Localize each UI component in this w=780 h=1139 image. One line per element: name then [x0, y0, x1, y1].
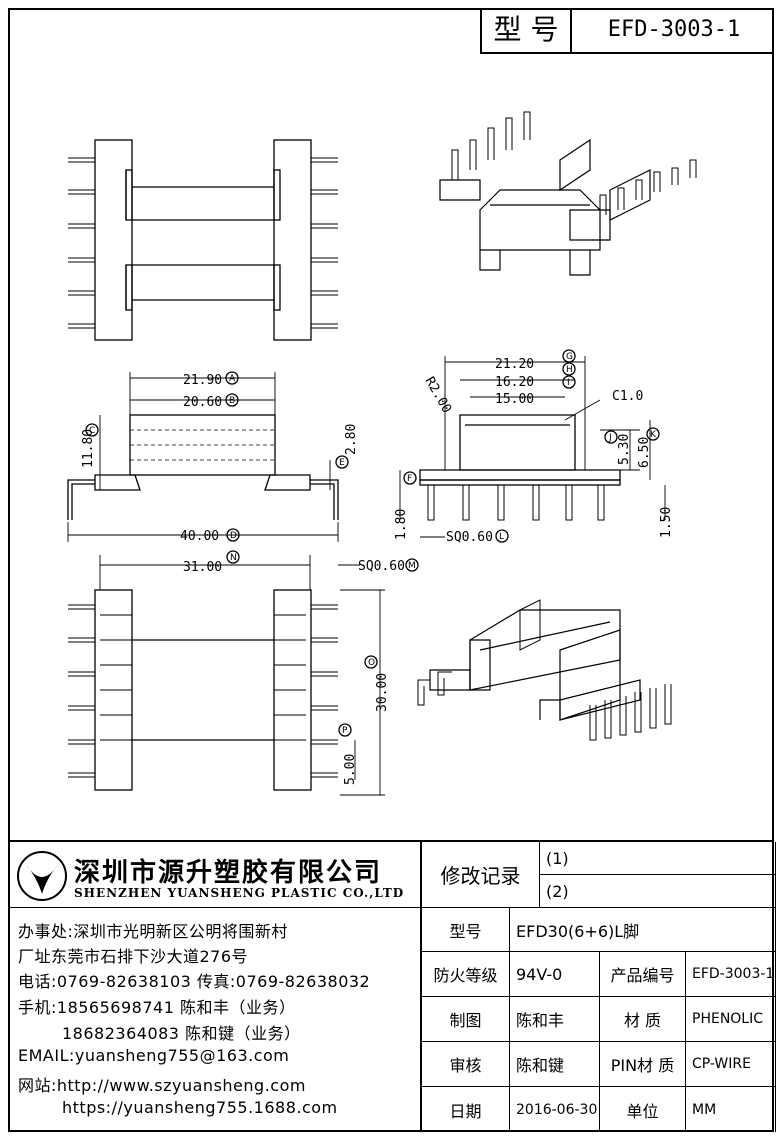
dim-a-value: 21.90 [183, 373, 222, 388]
company-mobile-1: 手机:18565698741 陈和丰（业务） [18, 998, 296, 1017]
dim-i-value: 15.00 [495, 392, 534, 407]
revision-1: (1) [540, 842, 776, 875]
circle-label-l: L [495, 529, 509, 543]
circle-label-a: A [225, 371, 239, 385]
date-value: 2016-06-30 [510, 1087, 600, 1132]
dim-l-value: SQ0.60 [446, 530, 493, 545]
circle-label-p: P [338, 723, 352, 737]
circle-label-b: B [225, 393, 239, 407]
material-label: 材 质 [600, 997, 686, 1042]
drawing-frame [8, 8, 774, 1132]
circle-label-n: N [226, 550, 240, 564]
bottom-view: 31.00 SQ0.60 30.00 5.00 N M O P [68, 550, 419, 796]
drawn-label: 制图 [422, 997, 510, 1042]
technical-drawing: 21.90 20.60 40.00 11.80 2.80 A B C D E [67, 111, 697, 796]
circle-label-f: F [403, 471, 417, 485]
unit-label: 单位 [600, 1087, 686, 1132]
pin-material-value: CP-WIRE [686, 1042, 776, 1087]
svg-text:P: P [342, 726, 348, 736]
model-header-label: 型 号 [482, 8, 572, 52]
company-factory: 厂址东莞市石排下沙大道276号 [18, 947, 249, 966]
check-label: 审核 [422, 1042, 510, 1087]
dim-c-value: 11.80 [81, 429, 96, 468]
title-grid: 修改记录 (1) (2) 型号 EFD30(6+6)L脚 防火等级 94V-0 … [420, 842, 776, 1132]
dim-r-value: R2.00 [422, 375, 455, 416]
dim-b-value: 20.60 [183, 395, 222, 410]
circle-label-o: O [364, 655, 378, 669]
company-phone: 电话:0769-82638103 传真:0769-82638032 [18, 972, 371, 991]
company-header: 深圳市源升塑胶有限公司 SHENZHEN YUANSHENG PLASTIC C… [8, 842, 420, 908]
svg-text:A: A [229, 374, 236, 384]
top-view [68, 139, 338, 341]
circle-label-j: J [604, 430, 618, 444]
fire-rating-label: 防火等级 [422, 952, 510, 997]
dim-f-value: 1.80 [394, 509, 409, 540]
dim-j-value: 5.30 [617, 434, 632, 465]
material-value: PHENOLIC [686, 997, 776, 1042]
svg-text:F: F [407, 474, 412, 484]
svg-text:M: M [408, 561, 416, 571]
product-no-label: 产品编号 [600, 952, 686, 997]
title-block: 深圳市源升塑胶有限公司 SHENZHEN YUANSHENG PLASTIC C… [8, 840, 776, 1132]
dim-h-value: 16.20 [495, 375, 534, 390]
svg-text:B: B [229, 396, 235, 406]
drawn-value: 陈和丰 [510, 997, 600, 1042]
dim-k-value: 6.50 [637, 437, 652, 468]
company-logo-icon [17, 851, 67, 901]
svg-text:E: E [339, 458, 345, 468]
dim-c1-value: C1.0 [612, 389, 643, 404]
svg-text:I: I [567, 378, 570, 388]
company-email: EMAIL:yuansheng755@163.com [18, 1046, 290, 1065]
model-header: 型 号 EFD-3003-1 [480, 8, 774, 54]
circle-label-i: I [562, 375, 576, 389]
svg-text:O: O [368, 658, 375, 668]
svg-text:H: H [566, 365, 573, 375]
svg-text:N: N [230, 553, 237, 563]
circle-label-d: D [226, 528, 240, 542]
check-value: 陈和键 [510, 1042, 600, 1087]
circle-label-k: K [646, 427, 660, 441]
company-website: 网站:http://www.szyuansheng.com [18, 1076, 306, 1095]
pin-material-label: PIN材 质 [600, 1042, 686, 1087]
svg-text:J: J [608, 433, 612, 443]
dim-g-value: 21.20 [495, 357, 534, 372]
company-mobile-2: 18682364083 陈和键（业务） [62, 1024, 301, 1043]
svg-text:L: L [499, 532, 504, 542]
dim-o-value: 30.00 [375, 673, 390, 712]
company-website-2: https://yuansheng755.1688.com [62, 1098, 338, 1117]
isometric-view-top [439, 111, 697, 276]
svg-text:K: K [650, 430, 657, 440]
model-value: EFD30(6+6)L脚 [510, 908, 776, 952]
circle-label-g: G [562, 349, 576, 363]
front-view: 21.90 20.60 40.00 11.80 2.80 A B C D E [67, 371, 359, 544]
dim-p-value: 5.00 [343, 754, 358, 785]
company-name-en: SHENZHEN YUANSHENG PLASTIC CO.,LTD [74, 886, 405, 900]
unit-value: MM [686, 1087, 776, 1132]
svg-text:G: G [566, 352, 573, 362]
fire-rating-value: 94V-0 [510, 952, 600, 997]
isometric-view-bottom [417, 599, 672, 741]
date-label: 日期 [422, 1087, 510, 1132]
company-office: 办事处:深圳市光明新区公明将围新村 [18, 922, 288, 941]
dim-side-right-value: 1.50 [659, 507, 674, 538]
svg-text:C: C [89, 426, 95, 436]
circle-label-e: E [335, 455, 349, 469]
dim-d-value: 40.00 [180, 529, 219, 544]
dim-n-value: 31.00 [183, 560, 222, 575]
side-view: 21.20 16.20 15.00 R2.00 C1.0 5.30 6.50 1… [394, 349, 674, 545]
svg-text:D: D [230, 531, 237, 541]
company-name-cn: 深圳市源升塑胶有限公司 [74, 858, 383, 888]
model-header-value: EFD-3003-1 [607, 17, 741, 42]
product-no-value: EFD-3003-1 [686, 952, 776, 997]
revision-2: (2) [540, 875, 776, 908]
dim-m-value: SQ0.60 [358, 559, 405, 574]
dim-e-value: 2.80 [344, 424, 359, 455]
circle-label-c: C [85, 423, 99, 437]
revision-label: 修改记录 [422, 842, 540, 908]
circle-label-m: M [405, 558, 419, 572]
circle-label-h: H [562, 362, 576, 376]
model-label: 型号 [422, 908, 510, 952]
